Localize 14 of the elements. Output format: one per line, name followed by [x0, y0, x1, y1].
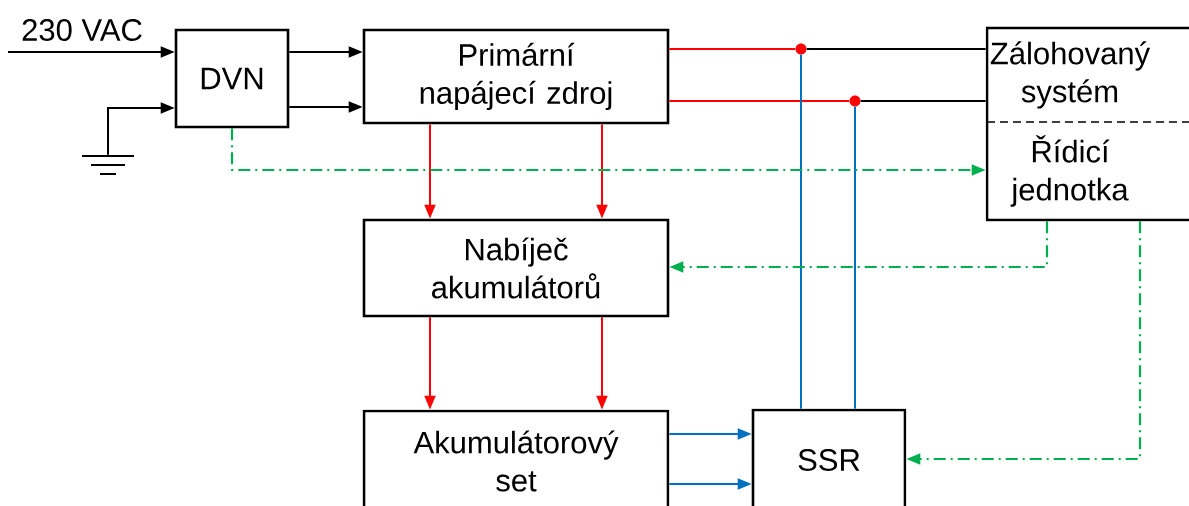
block-box: SSR — [751, 408, 907, 506]
ground-symbol — [81, 155, 135, 175]
connector — [668, 48, 797, 50]
connector — [805, 48, 987, 50]
connector — [800, 53, 802, 410]
edge-label: 230 VAC — [22, 19, 142, 41]
block-box: Akumulátorový set — [362, 409, 670, 506]
block-box: Zálohovaný systém Řídicí jednotka — [985, 26, 1189, 222]
block-box: Nabíječ akumulátorů — [362, 218, 670, 318]
block-box: Primární napájecí zdroj — [362, 28, 670, 125]
connector — [668, 100, 851, 102]
connector — [859, 100, 987, 102]
block-box: DVN — [174, 28, 290, 129]
connector — [854, 105, 856, 410]
